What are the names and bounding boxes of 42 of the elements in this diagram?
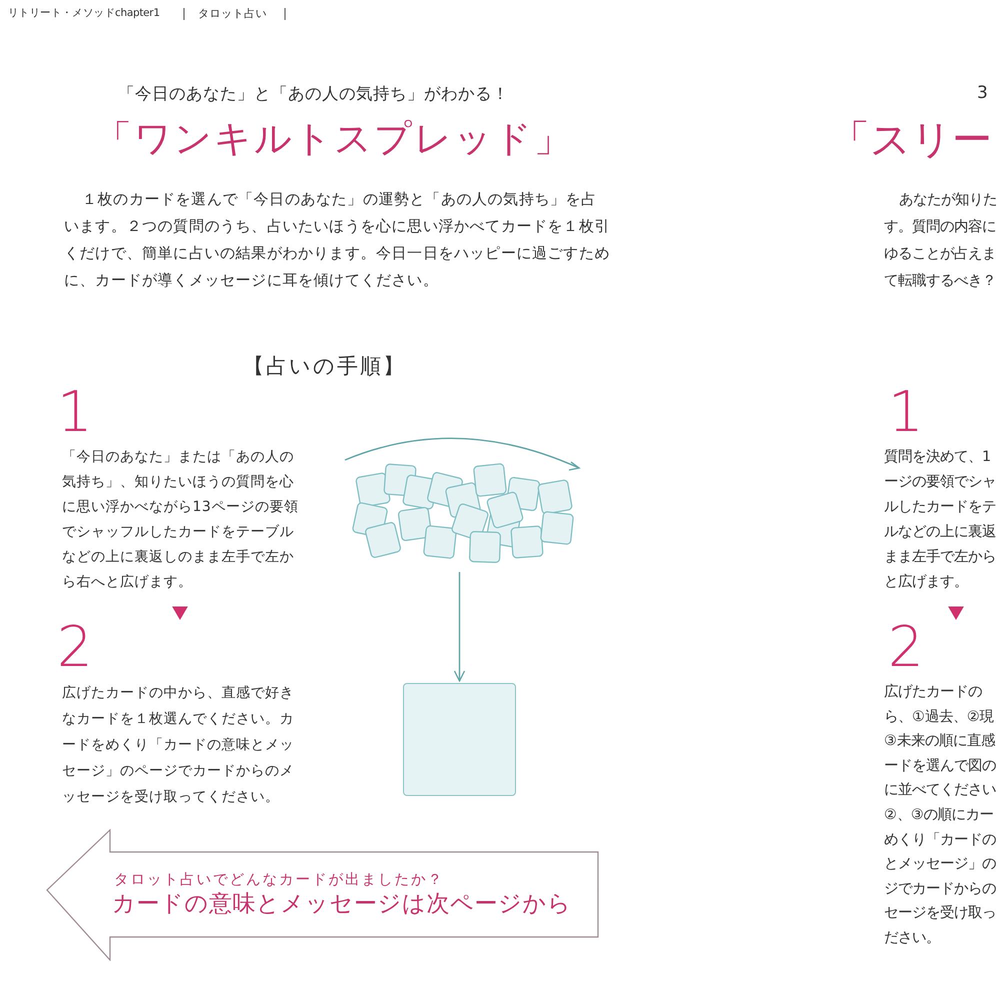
subtitle: 3	[977, 83, 988, 103]
text-line: ②、③の順にカー	[884, 806, 994, 825]
text-line: に並べてください	[884, 781, 996, 800]
text-line: ージの要領でシャ	[884, 473, 996, 492]
section-heading: 【占いの手順】	[243, 353, 406, 380]
text-line: ゆることが占えま	[884, 245, 996, 264]
text-line: ③未来の順に直感	[884, 732, 995, 752]
text-line: ださい。	[884, 928, 940, 948]
arrow	[172, 606, 188, 620]
step-text: 「今日のあなた」または「あの人の気持ち」、知りたいほうの質問を心に思い浮かべながら13ページの要領でシャッフルしたカードをテーブルなどの上に裏返しのまま左手で左から右へと広げます。	[62, 448, 300, 592]
text-line: まま左手で左から	[884, 548, 996, 567]
text-line: めくり「カードの	[884, 830, 996, 850]
text-line: ルしたカードをテ	[884, 498, 996, 517]
text-line: と広げます。	[884, 572, 968, 592]
text-line: あなたが知りた	[899, 191, 997, 210]
running-header: リトリート・メソッドchapter1	[8, 6, 160, 20]
banner-text: タロット占いでどんなカードが出ましたか？	[114, 871, 444, 889]
banner-text: カードの意味とメッセージは次ページから	[112, 890, 572, 919]
step-number: 2	[57, 620, 94, 676]
text-line: 広げたカードの	[884, 682, 982, 702]
step-text: 広げたカードの中から、直感で好きなカードを１枚選んでください。カードをめくり「カードの意味とメッセージ」のページでカードからのメッセージを受け取ってください。	[62, 684, 295, 807]
subtitle: 「今日のあなた」と「あの人の気持ち」がわかる！	[118, 83, 509, 105]
step-number: 1	[57, 385, 94, 441]
text-line: 質問を決めて、1	[884, 448, 992, 467]
intro-paragraph: １枚のカードを選んで「今日のあなた」の運勢と「あの人の気持ち」を占います。２つの質問のうち、占いたいほうを心に思い浮かべてカードを１枚引くだけで、簡単に占いの結果がわかります。今日一日をハッピーに過ごすために、カードが導くメッセージに耳を傾けてください。	[64, 189, 611, 291]
step-number: 2	[888, 620, 925, 676]
step-number: 1	[888, 385, 925, 441]
arrow-banner	[46, 829, 600, 961]
spread-title: 「スリー	[830, 116, 992, 165]
text-line: ルなどの上に裏返	[884, 523, 996, 542]
arrow	[454, 572, 466, 682]
running-header: タロット占い	[198, 6, 267, 21]
text-line: ら、①過去、②現	[884, 708, 994, 727]
text-line: ジでカードからの	[884, 880, 996, 899]
arrow	[948, 606, 964, 620]
text-line: とメッセージ」の	[884, 855, 996, 874]
text-line: セージを受け取っ	[884, 904, 996, 924]
spread-title: 「ワンキルトスプレッド」	[95, 116, 573, 162]
text-line: す。質問の内容に	[884, 218, 996, 237]
text-line: て転職するべき？	[884, 272, 996, 291]
tarot-card	[403, 683, 516, 796]
text-line: ードを選んで図の	[884, 756, 996, 776]
